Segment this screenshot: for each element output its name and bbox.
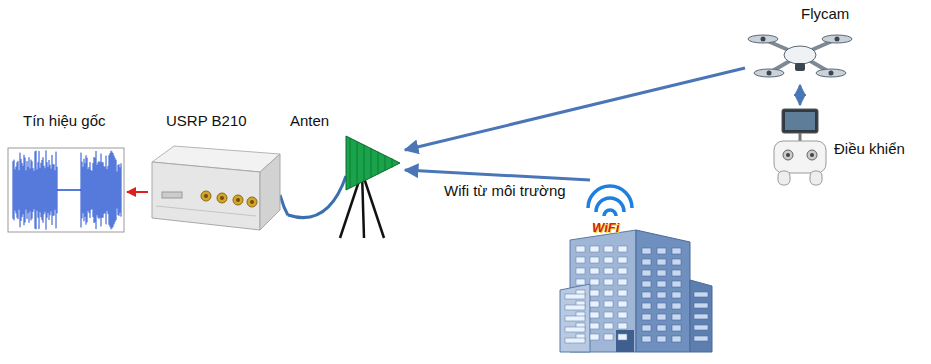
output-arrow — [127, 191, 148, 193]
node-label: Flycam — [801, 5, 849, 23]
antenna: Anten — [288, 110, 405, 240]
rf-cable — [280, 195, 288, 215]
node-label: Tín hiệu gốc — [23, 112, 106, 130]
remote-controller: Điều khiển — [770, 105, 910, 190]
drone: Flycam — [745, 5, 855, 85]
wifi-building-drawing — [440, 180, 725, 355]
node-label: USRP B210 — [166, 112, 247, 130]
signal-plot: Tín hiệu gốc — [5, 110, 127, 235]
wifi-building: Wifi từ môi trường — [440, 180, 725, 355]
node-label: Điều khiển — [834, 140, 905, 158]
wifi-logo-text: WiFi — [592, 221, 619, 235]
antenna-drawing — [288, 110, 405, 240]
signal-arrow — [405, 68, 745, 150]
node-label: Anten — [290, 112, 329, 130]
usrp-device: USRP B210 — [148, 110, 280, 235]
signal-arrow — [405, 170, 590, 180]
node-label: Wifi từ môi trường — [444, 182, 566, 200]
control-link — [799, 85, 802, 105]
